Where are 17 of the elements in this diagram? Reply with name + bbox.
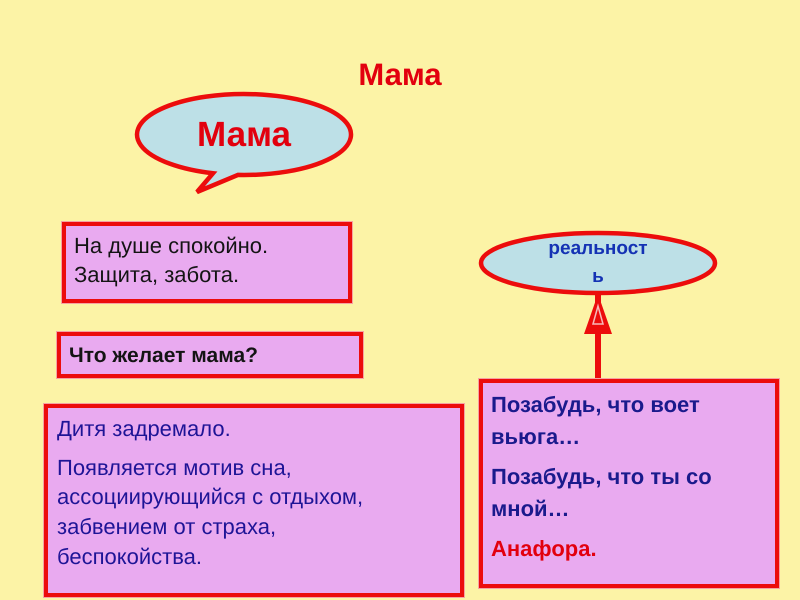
text-box [62, 222, 352, 303]
box-text: Позабудь, что ты со мной… [491, 462, 713, 523]
box-text: Появляется мотив сна, ассоциирующийся с отдыхом, забвением от страха, беспокойства. [57, 454, 364, 571]
text-box [479, 379, 779, 588]
speech-bubble [133, 91, 355, 194]
bubble-text: Мама [197, 114, 291, 156]
box-text: Дитя задремало. [57, 415, 232, 443]
box-text: Что желает мама? [69, 343, 259, 369]
oval-text: реальност ь [547, 236, 649, 289]
slide-title: Мама [358, 57, 442, 93]
arrow [583, 293, 613, 379]
box-text: Анафора. [491, 534, 598, 563]
text-box [57, 332, 363, 378]
oval-node [478, 230, 718, 296]
box-text: На душе спокойно. Защита, забота. [74, 232, 270, 289]
box-text: Позабудь, что воет вьюга… [491, 391, 701, 451]
text-box [44, 404, 464, 597]
